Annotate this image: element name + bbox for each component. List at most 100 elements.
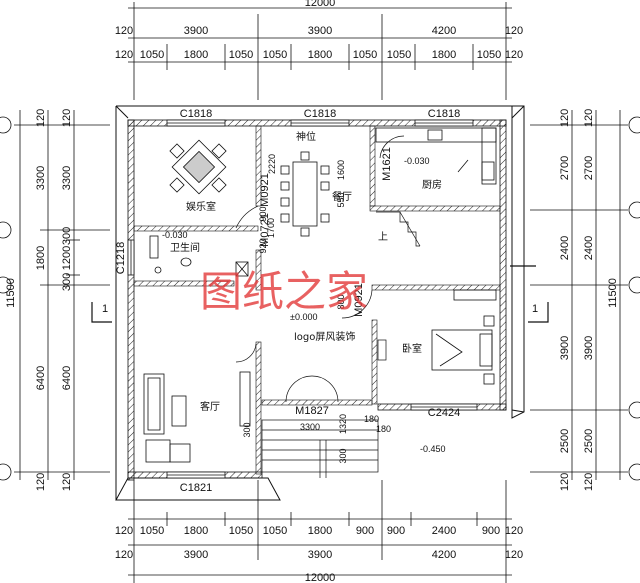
interior-walls (133, 125, 501, 475)
top-dimensions (128, 2, 512, 100)
dim-bot-r1-1: 3900 (184, 549, 208, 561)
door-m0921-a: M0921 (259, 173, 271, 207)
door-m0721: M0721 (259, 213, 271, 247)
entry-steps (261, 419, 379, 478)
dim-300: 300 (242, 422, 252, 437)
bottom-dimensions (128, 480, 512, 583)
dim-bot-r2-7: 900 (387, 525, 405, 537)
dim-top-r2-4: 1050 (263, 49, 287, 61)
dim-top-r2-8: 1800 (432, 49, 456, 61)
dim-bot-r1-0: 120 (115, 549, 133, 561)
dim-right-inner-0: 120 (559, 109, 571, 127)
dim-bot-r2-9: 900 (482, 525, 500, 537)
left-dimensions (14, 110, 110, 480)
dim-left-inner-2: 300 (61, 227, 73, 245)
window-c1821: C1821 (180, 482, 212, 494)
door-swings (235, 135, 405, 403)
dim-top-r1-2: 3900 (308, 25, 332, 37)
elev-zero: ±0.000 (290, 312, 317, 322)
sofa-icon (143, 371, 251, 463)
dim-920: 920 (258, 238, 268, 253)
dim-right-total: 11500 (607, 278, 619, 308)
dim-top-r2-9: 1050 (477, 49, 501, 61)
window-c1818-b: C1818 (304, 108, 336, 120)
dim-left-total: 11500 (5, 278, 17, 308)
logo-screen-label: logo屏风装饰 (294, 330, 355, 343)
dim-bot-r2-6: 900 (356, 525, 374, 537)
dim-bot-r2-3: 1050 (229, 525, 253, 537)
door-m1827: M1827 (295, 405, 329, 417)
dim-left-outer-3: 6400 (35, 366, 47, 390)
dim-top-total: 12000 (305, 0, 336, 9)
dim-bot-r2-1: 1050 (140, 525, 164, 537)
room-kitchen: 厨房 (422, 178, 442, 191)
dim-bot-r2-2: 1800 (184, 525, 208, 537)
dim-right-inner-5: 120 (559, 473, 571, 491)
staircase (376, 211, 421, 247)
dim-left-inner-5: 6400 (61, 366, 73, 390)
dim-top-r2-5: 1800 (308, 49, 332, 61)
section-markers (91, 265, 549, 323)
roof-outline (115, 105, 525, 501)
elev-outside: -0.450 (420, 444, 446, 454)
dim-bot-r2-0: 120 (115, 525, 133, 537)
dim-900: 900 (258, 206, 268, 221)
section-marker-right: 1 (532, 303, 538, 315)
elev-bath: -0.030 (162, 230, 188, 240)
dim-bot-r2-8: 2400 (432, 525, 456, 537)
room-bedroom: 卧室 (402, 342, 422, 355)
dim-right-inner-3: 3900 (559, 336, 571, 360)
dim-top-r1-3: 4200 (432, 25, 456, 37)
top-windows (127, 119, 478, 479)
dim-top-r2-1: 1050 (140, 49, 164, 61)
window-c1818-c: C1818 (428, 108, 460, 120)
dim-top-r2-10: 120 (505, 49, 523, 61)
dim-bot-total: 12000 (305, 572, 336, 583)
watermark-text: 图纸之家 (200, 267, 368, 316)
stair-up-label: 上 (378, 231, 388, 243)
dim-1600: 1600 (336, 160, 346, 180)
dim-top-r2-2: 1800 (184, 49, 208, 61)
dim-bot-r2-5: 1800 (308, 525, 332, 537)
dim-2220: 2220 (267, 154, 277, 174)
dim-top-r1-4: 120 (505, 25, 523, 37)
dim-180b: 180 (376, 424, 391, 434)
dim-left-inner-3: 1200 (61, 246, 73, 270)
dim-bot-r1-2: 3900 (308, 549, 332, 561)
dim-180: 180 (364, 414, 379, 424)
mahjong-table-icon (169, 139, 227, 195)
section-marker-left: 1 (102, 303, 108, 315)
right-axis-bubbles (628, 116, 640, 481)
dim-top-r1-0: 120 (115, 25, 133, 37)
window-c2424: C2424 (428, 407, 460, 419)
room-entertainment: 娱乐室 (186, 200, 216, 213)
room-dining: 餐厅 (332, 190, 352, 203)
door-m0921-b: M0921 (353, 283, 365, 317)
dim-top-r2-7: 1050 (387, 49, 411, 61)
dim-300b: 300 (338, 448, 348, 463)
shrine-label: 神位 (296, 130, 316, 143)
dim-bot-r1-3: 4200 (432, 549, 456, 561)
dim-right-outer-0: 120 (583, 109, 595, 127)
dim-right-inner-1: 2700 (559, 156, 571, 180)
dim-1700: 1700 (266, 218, 276, 238)
dim-right-inner-2: 2400 (559, 236, 571, 260)
dim-right-outer-2: 2400 (583, 236, 595, 260)
dim-left-inner-6: 120 (61, 473, 73, 491)
dim-bot-r1-4: 120 (505, 549, 523, 561)
dining-table-icon (280, 151, 330, 237)
dim-800: 800 (336, 294, 346, 309)
bedroom-wardrobe (377, 339, 387, 361)
dim-3300: 3300 (300, 422, 320, 432)
dim-right-outer-5: 120 (583, 473, 595, 491)
window-c1818-a: C1818 (180, 108, 212, 120)
room-bathroom: 卫生间 (170, 241, 200, 254)
left-axis-bubbles (0, 116, 12, 481)
dim-right-outer-3: 3900 (583, 336, 595, 360)
room-living: 客厅 (200, 400, 220, 413)
bath-fixtures-icon (149, 235, 249, 277)
kitchen-counter-icon (375, 127, 497, 185)
dim-right-outer-1: 2700 (583, 156, 595, 180)
dim-top-r1-1: 3900 (184, 25, 208, 37)
dim-right-inner-4: 2500 (559, 429, 571, 453)
